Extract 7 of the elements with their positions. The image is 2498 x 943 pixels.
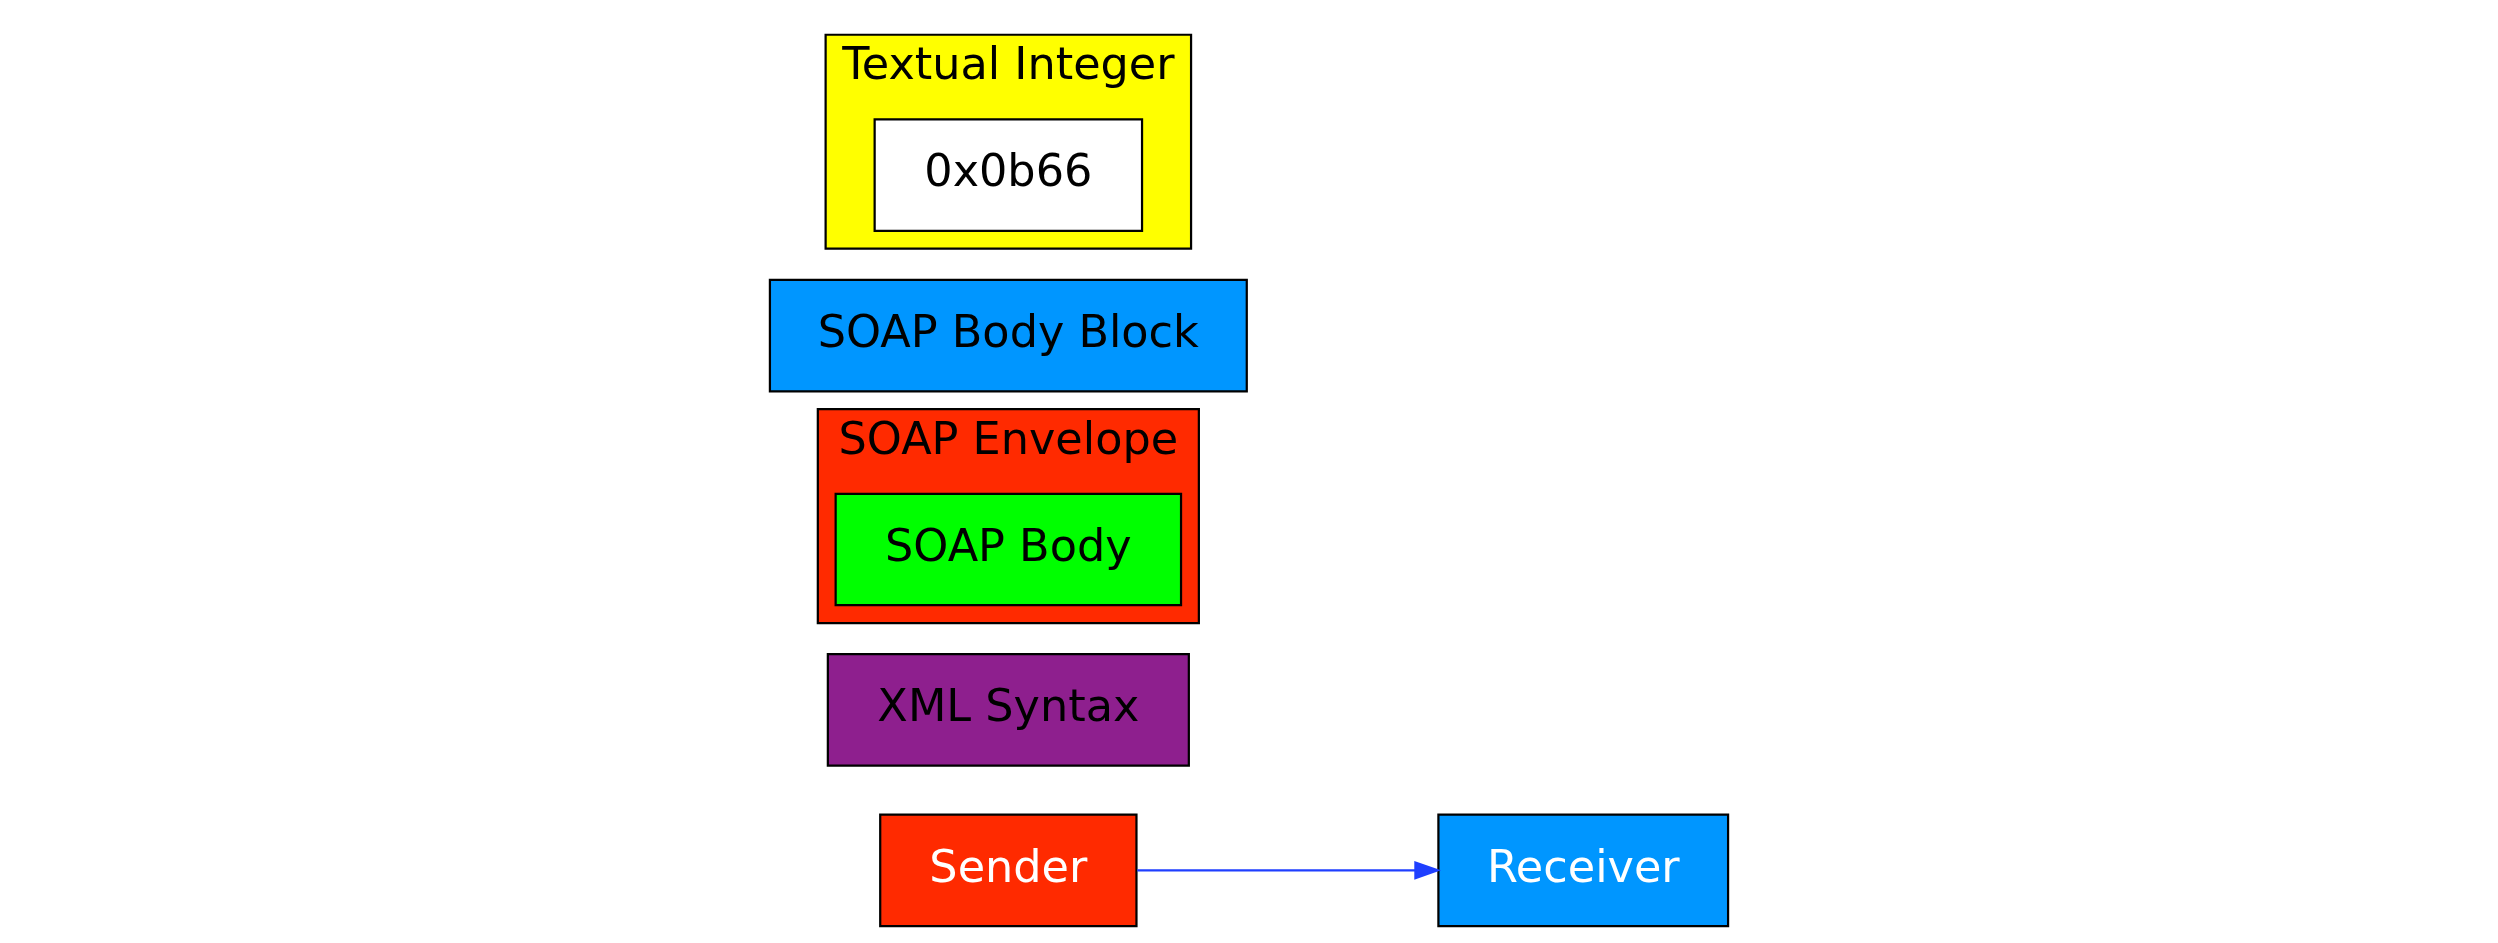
node-box: Sender: [879, 813, 1138, 928]
node-box: SOAP Body Block: [768, 278, 1248, 393]
node-box: Receiver: [1437, 813, 1730, 928]
node-box: XML Syntax: [826, 653, 1190, 767]
node-box: 0x0b66: [873, 118, 1144, 232]
arrow: [1137, 861, 1442, 880]
node-box: SOAP Body: [834, 492, 1183, 607]
